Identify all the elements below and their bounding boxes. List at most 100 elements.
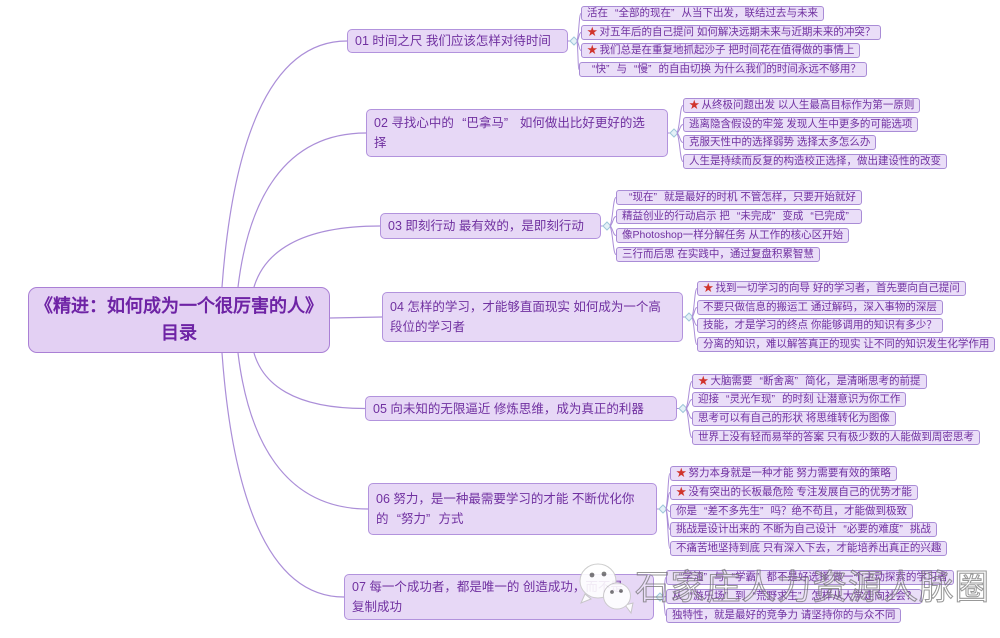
fullwidth-quote: “: [843, 523, 847, 535]
leaf-topic-label: 世界上没有轻而易举的答案 只有极少数的人能做到周密思考: [698, 431, 974, 443]
leaf-topic[interactable]: 三行而后思 在实践中，通过复盘积累智慧: [616, 247, 820, 262]
fullwidth-quote: ”: [606, 63, 610, 75]
leaf-topic[interactable]: 克服天性中的选择弱势 选择太多怎么办: [683, 135, 877, 150]
leaf-topic[interactable]: 从“游乐场”到“荒野求生” 怎样从大学走向社会？: [666, 589, 923, 604]
leaf-topic-label: 思考可以有自己的形状 将思维转化为图像: [698, 412, 890, 424]
branch-topic-label: 06 努力，是一种最需要学习的才能 不断优化你 的“努力”方式: [376, 489, 634, 529]
leaf-topic-label: 迎接“灵光乍现”的时刻 让潜意识为你工作: [698, 393, 901, 405]
fullwidth-quote: ”: [798, 590, 802, 602]
leaf-topic[interactable]: 思考可以有自己的形状 将思维转化为图像: [692, 411, 896, 426]
leaf-topic[interactable]: ★大脑需要“断舍离”简化，是清晰思考的前提: [692, 374, 927, 389]
leaf-topic-label: 活在“全部的现在”从当下出发，联结过去与未来: [587, 7, 818, 19]
fullwidth-quote: “: [704, 505, 708, 517]
leaf-topic-label: “快”与“慢”的自由切换 为什么我们的时间永远不够用？: [585, 63, 861, 75]
branch-topic[interactable]: 02 寻找心中的“巴拿马” 如何做出比好更好的选 择: [366, 109, 668, 157]
fullwidth-quote: “: [615, 7, 619, 19]
fullwidth-quote: ”: [845, 210, 849, 222]
leaf-topic[interactable]: 不要只做信息的搬运工 通过解码，深入事物的深层: [697, 300, 943, 315]
leaf-topic-label: 像Photoshop一样分解任务 从工作的核心区开始: [622, 229, 844, 241]
leaf-topic-label: 技能，才是学习的终点 你能够调用的知识有多少？: [703, 319, 937, 331]
leaf-topic[interactable]: ★对五年后的自己提问 如何解决远期未来与近期未来的冲突？: [581, 25, 882, 40]
leaf-topic-label: 独特性，就是最好的竞争力 请坚持你的与众不同: [672, 609, 896, 621]
central-topic-label: 《精进：如何成为一个很厉害的人》 目录: [35, 296, 323, 343]
leaf-topic[interactable]: 世界上没有轻而易举的答案 只有极少数的人能做到周密思考: [692, 430, 980, 445]
leaf-topic-label: 人生是持续而反复的构造校正选择，做出建设性的改变: [689, 155, 941, 167]
leaf-topic-label: 挑战是设计出来的 不断为自己设计“必要的难度”挑战: [676, 523, 931, 535]
leaf-topic[interactable]: 精益创业的行动启示 把“未完成”变成“已完成”: [616, 209, 862, 224]
leaf-topic[interactable]: “现在”就是最好的时机 不管怎样，只要开始就好: [616, 190, 862, 205]
leaf-topic-label: 不要只做信息的搬运工 通过解码，深入事物的深层: [703, 301, 937, 313]
fullwidth-quote: “: [736, 210, 741, 222]
fullwidth-quote: ”: [756, 571, 760, 583]
leaf-topic[interactable]: 分离的知识，难以解答真正的现实 让不同的知识发生化学作用: [697, 337, 996, 352]
leaf-topic[interactable]: 逃离隐含假设的牢笼 发现人生中更多的可能选项: [683, 117, 919, 132]
leaf-topic[interactable]: 独特性，就是最好的竞争力 请坚持你的与众不同: [666, 608, 902, 623]
leaf-topic[interactable]: “学渣”与“学霸”都不是好选择 做一个主动探索的学习者: [666, 570, 954, 585]
fullwidth-quote: ”: [671, 7, 675, 19]
fullwidth-quote: “: [592, 63, 596, 75]
leaf-topic-label: 精益创业的行动启示 把“未完成”变成“已完成”: [622, 210, 856, 222]
leaf-topic-label: 不痛苦地坚持到底 只有深入下去，才能培养出真正的兴趣: [676, 542, 942, 554]
leaf-topic[interactable]: 人生是持续而反复的构造校正选择，做出建设性的改变: [683, 154, 947, 169]
leaf-topic-label: 从终极问题出发 以人生最高目标作为第一原则: [701, 99, 915, 111]
leaf-topic-label: 分离的知识，难以解答真正的现实 让不同的知识发生化学作用: [703, 338, 990, 350]
leaf-topic-label: 从“游乐场”到“荒野求生” 怎样从大学走向社会？: [672, 590, 917, 602]
leaf-topic[interactable]: ★找到一切学习的向导 好的学习者，首先要向自己提问: [697, 281, 966, 296]
leaf-topic[interactable]: 挑战是设计出来的 不断为自己设计“必要的难度”挑战: [670, 522, 937, 537]
leaf-topic-label: “学渣”与“学霸”都不是好选择 做一个主动探索的学习者: [672, 571, 948, 583]
fullwidth-quote: “: [396, 512, 402, 526]
fullwidth-quote: “: [731, 571, 736, 583]
fullwidth-quote: ”: [703, 571, 708, 583]
branch-topic-label: 02 寻找心中的“巴拿马” 如何做出比好更好的选 择: [374, 113, 645, 153]
branch-topic[interactable]: 01 时间之尺 我们应该怎样对待时间: [347, 29, 568, 53]
fullwidth-quote: “: [462, 116, 467, 130]
star-marker-icon: ★: [587, 26, 598, 38]
leaf-topic[interactable]: 迎接“灵光乍现”的时刻 让潜意识为你工作: [692, 392, 907, 407]
leaf-topic[interactable]: ★从终极问题出发 以人生最高目标作为第一原则: [683, 98, 921, 113]
fullwidth-quote: ”: [899, 523, 903, 535]
fullwidth-quote: “: [726, 393, 730, 405]
fullwidth-quote: ”: [724, 590, 729, 602]
leaf-topic-label: “现在”就是最好的时机 不管怎样，只要开始就好: [622, 191, 856, 203]
leaf-topic-label: 我们总是在重复地抓起沙子 把时间花在值得做的事情上: [599, 44, 855, 56]
branch-topic[interactable]: 07 每一个成功者，都是唯一的 创造成功，而不是 复制成功: [344, 574, 654, 620]
leaf-topic[interactable]: ★没有突出的长板最危险 专注发展自己的优势才能: [670, 485, 918, 500]
leaf-topic-label: 逃离隐含假设的牢笼 发现人生中更多的可能选项: [689, 118, 913, 130]
branch-topic-label: 01 时间之尺 我们应该怎样对待时间: [355, 34, 551, 48]
branch-topic[interactable]: 05 向未知的无限逼近 修炼思维，成为真正的利器: [365, 396, 677, 421]
leaf-topic[interactable]: 不痛苦地坚持到底 只有深入下去，才能培养出真正的兴趣: [670, 541, 948, 556]
fullwidth-quote: “: [759, 375, 764, 387]
leaf-topic[interactable]: 你是“差不多先生”吗？绝不苟且，才能做到极致: [670, 504, 913, 519]
central-topic[interactable]: 《精进：如何成为一个很厉害的人》 目录: [28, 287, 330, 353]
fullwidth-quote: “: [634, 63, 638, 75]
star-marker-icon: ★: [676, 486, 687, 498]
fullwidth-quote: ”: [760, 505, 764, 517]
branch-topic[interactable]: 06 努力，是一种最需要学习的才能 不断优化你 的“努力”方式: [368, 483, 657, 535]
fullwidth-quote: “: [629, 191, 633, 203]
leaf-topic[interactable]: ★努力本身就是一种才能 努力需要有效的策略: [670, 466, 897, 481]
branch-topic-label: 05 向未知的无限逼近 修炼思维，成为真正的利器: [373, 401, 644, 416]
leaf-topic-label: 没有突出的长板最危险 专注发展自己的优势才能: [688, 486, 912, 498]
leaf-topic[interactable]: ★我们总是在重复地抓起沙子 把时间花在值得做的事情上: [581, 43, 861, 58]
leaf-topic[interactable]: 像Photoshop一样分解任务 从工作的核心区开始: [616, 228, 850, 243]
fullwidth-quote: ”: [653, 191, 658, 203]
fullwidth-quote: “: [679, 571, 683, 583]
leaf-topic-label: 三行而后思 在实践中，通过复盘积累智慧: [622, 248, 814, 260]
leaf-topic-label: 找到一切学习的向导 好的学习者，首先要向自己提问: [715, 282, 960, 294]
branch-topic-label: 04 怎样的学习，才能够直面现实 如何成为一个高 段位的学习者: [390, 300, 661, 334]
leaf-topic-label: 克服天性中的选择弱势 选择太多怎么办: [689, 136, 871, 148]
leaf-topic[interactable]: “快”与“慢”的自由切换 为什么我们的时间永远不够用？: [579, 62, 867, 77]
star-marker-icon: ★: [676, 467, 687, 479]
branch-topic[interactable]: 03 即刻行动 最有效的，是即刻行动: [380, 213, 601, 239]
leaf-topic[interactable]: 技能，才是学习的终点 你能够调用的知识有多少？: [697, 318, 943, 333]
branch-topic[interactable]: 04 怎样的学习，才能够直面现实 如何成为一个高 段位的学习者: [382, 292, 683, 342]
star-marker-icon: ★: [703, 282, 714, 294]
fullwidth-quote: ”: [503, 116, 509, 130]
fullwidth-quote: ”: [794, 375, 799, 387]
branch-topic-label: 07 每一个成功者，都是唯一的 创造成功，而不是 复制成功: [352, 580, 623, 614]
fullwidth-quote: “: [810, 210, 814, 222]
fullwidth-quote: ”: [771, 210, 776, 222]
leaf-topic[interactable]: 活在“全部的现在”从当下出发，联结过去与未来: [581, 6, 824, 21]
fullwidth-quote: ”: [771, 393, 776, 405]
